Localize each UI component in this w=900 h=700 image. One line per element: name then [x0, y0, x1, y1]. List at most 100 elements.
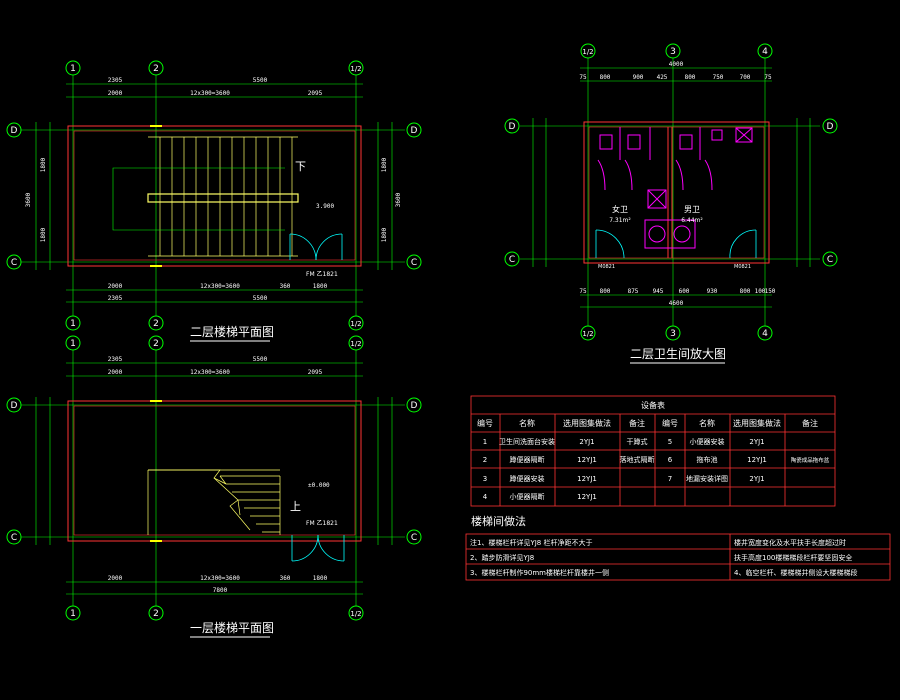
axis-bubble: [757, 325, 773, 341]
table-cell: 拖布池: [697, 455, 718, 464]
room-area: 7.31m²: [609, 217, 631, 224]
dimension-text: 1800: [313, 575, 328, 582]
room-area: 6.44m²: [681, 217, 703, 224]
table-header: 名称: [699, 418, 715, 428]
dimension-text: 800: [740, 288, 751, 295]
dimension-text: 2305: [108, 356, 123, 363]
table-cell: 2YJ1: [579, 438, 594, 446]
axis-bubble: [148, 605, 164, 621]
door-tag: M0821: [598, 264, 615, 270]
axis-bubble: [348, 605, 364, 621]
axis-label: 1/2: [582, 48, 593, 56]
table-cell: 蹲便器安装: [510, 474, 545, 483]
axis-label: 1/2: [350, 340, 361, 348]
dimension-text: 2095: [308, 90, 323, 97]
table-header: 编号: [477, 418, 493, 428]
axis-label: D: [11, 401, 18, 411]
table-cell: 7: [668, 475, 672, 483]
notes-title: 楼梯间做法: [471, 514, 526, 528]
axis-bubble: [504, 251, 520, 267]
room-label: 男卫: [684, 205, 700, 214]
axis-label: C: [827, 255, 833, 265]
dimension-text: 945: [653, 288, 664, 295]
elevation-label: 3.900: [316, 203, 334, 210]
dimension-text: 360: [280, 283, 291, 290]
table-cell: 6: [668, 456, 673, 464]
table-cell: 12YJ1: [577, 493, 597, 501]
dimension-text: 800: [600, 288, 611, 295]
axis-label: C: [411, 258, 417, 268]
table-header: 选用图集做法: [563, 418, 611, 428]
table-cell: 小便器隔断: [510, 492, 545, 501]
table-cell: 落地式隔断: [620, 455, 655, 464]
axis-bubble: [665, 43, 681, 59]
elevation-label: ±0.000: [308, 482, 330, 489]
table-cell: 12YJ1: [747, 456, 767, 464]
table-cell: 2YJ1: [749, 438, 764, 446]
stair-direction-label: 上: [290, 500, 301, 513]
axis-bubble: [580, 325, 596, 341]
dimension-text: 150: [765, 288, 776, 295]
equipment-table: 设备表 编号 名称 选用图集做法 备注 编号 名称 选用图集做法 备注 1 卫生…: [470, 395, 836, 507]
axis-bubble: [148, 315, 164, 331]
axis-bubble: [580, 43, 596, 59]
table-header: 名称: [519, 418, 535, 428]
door-symbol: [291, 534, 345, 562]
table-cell: 12YJ1: [577, 456, 597, 464]
dimension-text: 1800: [40, 227, 47, 242]
dimension-text: 4600: [669, 300, 684, 307]
dimension-text: 12x300=3600: [200, 575, 240, 582]
dimension-text: 5500: [253, 77, 268, 84]
table-cell: 12YJ1: [577, 475, 597, 483]
dimension-text: 12x300=3600: [190, 369, 230, 376]
dimension-text: 2095: [308, 369, 323, 376]
dimension-text: 800: [685, 74, 696, 81]
axis-label: 3: [670, 329, 676, 339]
table-cell: 干蹲式: [627, 437, 648, 446]
table-cell: 小便器安装: [690, 437, 725, 446]
axis-label: 1: [70, 609, 76, 619]
dimension-text: 3600: [395, 192, 402, 207]
door-tag: M0821: [734, 264, 751, 270]
stair-flight: [147, 469, 281, 535]
toilet-fixtures: [597, 127, 753, 249]
dimension-text: 1800: [40, 157, 47, 172]
axis-bubble: [148, 60, 164, 76]
table-header: 选用图集做法: [733, 418, 781, 428]
dimension-text: 5500: [253, 356, 268, 363]
dimension-text: 75: [764, 74, 772, 81]
dimension-text: 100: [755, 288, 766, 295]
toilet-enlarged-plan: 1/2 3 4 1/2 3 4 D C D C 4000 75 800 900: [504, 43, 838, 364]
dimension-text: 750: [713, 74, 724, 81]
first-floor-stair-plan: 1 2 1/2 1 2 1/2 D C D C 2305 5500 2000 1…: [6, 335, 422, 638]
axis-bubble: [348, 60, 364, 76]
dimension-text: 2000: [108, 90, 123, 97]
stair-flight: [147, 136, 299, 257]
axis-label: D: [827, 122, 834, 132]
axis-bubble: [757, 43, 773, 59]
dimension-text: 2305: [108, 295, 123, 302]
axis-bubble: [6, 397, 22, 413]
table-header: 备注: [629, 418, 645, 428]
dimension-text: 12x300=3600: [190, 90, 230, 97]
dimension-text: 75: [579, 288, 587, 295]
door-tag: FM 乙1821: [306, 520, 338, 527]
axis-bubble: [406, 529, 422, 545]
table-cell: 地漏安装详图: [686, 474, 728, 483]
axis-label: 3: [670, 47, 676, 57]
drawing-title: 二层楼梯平面图: [190, 324, 274, 339]
dimension-text: 875: [628, 288, 639, 295]
axis-label: 1/2: [350, 320, 361, 328]
axis-label: C: [11, 258, 17, 268]
axis-label: 1: [70, 339, 76, 349]
axis-bubble: [148, 335, 164, 351]
table-cell: 2YJ1: [749, 475, 764, 483]
axis-label: 2: [153, 339, 159, 349]
dimension-text: 7800: [213, 587, 228, 594]
axis-label: D: [411, 126, 418, 136]
dimension-text: 75: [579, 74, 587, 81]
door-tag: FM 乙1821: [306, 271, 338, 278]
table-header: 编号: [662, 418, 678, 428]
dimension-text: 2000: [108, 575, 123, 582]
